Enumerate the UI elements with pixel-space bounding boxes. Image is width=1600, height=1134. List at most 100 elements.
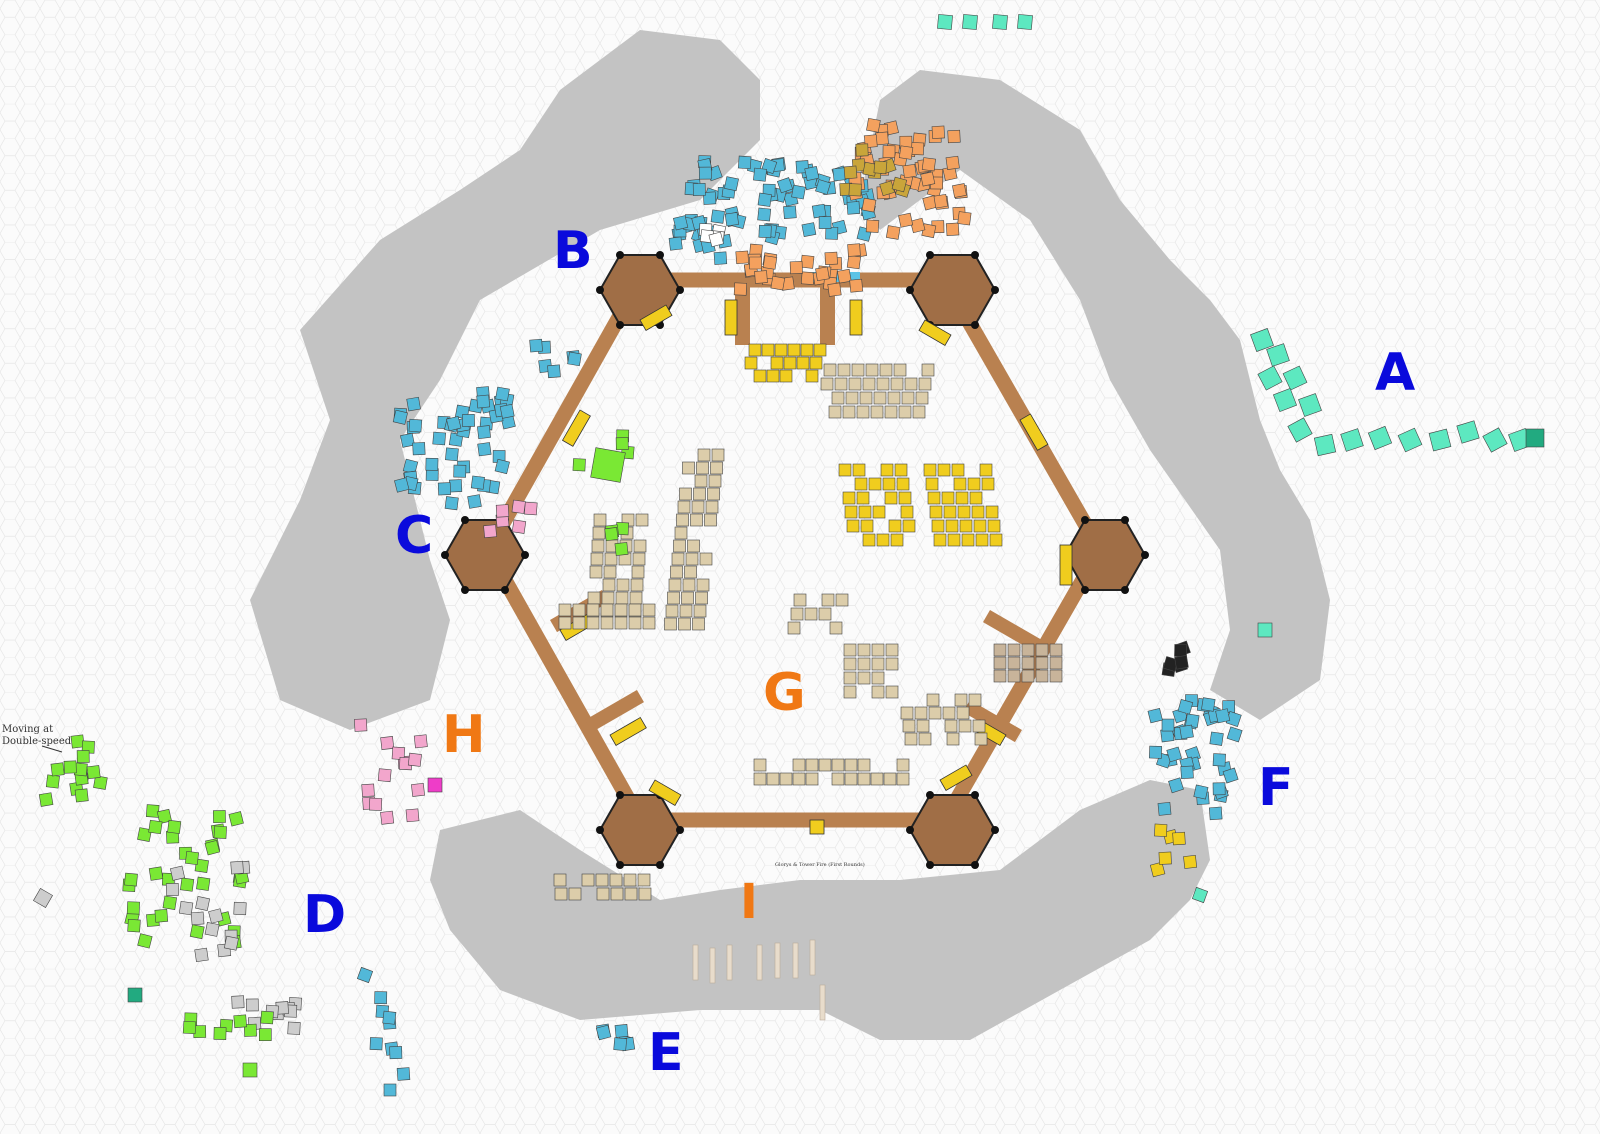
unit-counter[interactable]: [212, 810, 226, 824]
unit-counter[interactable]: [862, 377, 876, 391]
unit-counter[interactable]: [933, 533, 947, 547]
unit-counter[interactable]: [880, 463, 894, 477]
unit-counter[interactable]: [587, 591, 601, 605]
unit-counter[interactable]: [843, 643, 857, 657]
unit-counter[interactable]: [389, 1046, 403, 1060]
unit-counter[interactable]: [213, 825, 227, 839]
unit-counter[interactable]: [1158, 851, 1172, 865]
unit-counter[interactable]: [137, 827, 152, 842]
unit-counter[interactable]: [635, 513, 649, 527]
unit-counter[interactable]: [967, 477, 981, 491]
unit-counter[interactable]: [242, 1062, 258, 1078]
unit-counter[interactable]: [815, 179, 831, 195]
unit-counter[interactable]: [413, 734, 428, 749]
unit-counter[interactable]: [885, 685, 899, 699]
unit-counter[interactable]: [33, 888, 53, 908]
unit-counter[interactable]: [956, 706, 970, 720]
unit-counter[interactable]: [156, 808, 172, 824]
unit-counter[interactable]: [1017, 14, 1033, 30]
unit-counter[interactable]: [148, 819, 163, 835]
unit-counter[interactable]: [866, 117, 881, 133]
unit-counter[interactable]: [354, 718, 368, 732]
unit-counter[interactable]: [973, 519, 987, 533]
unit-counter[interactable]: [287, 1021, 301, 1035]
unit-counter[interactable]: [178, 900, 194, 916]
unit-counter[interactable]: [857, 671, 871, 685]
unit-counter[interactable]: [776, 177, 794, 194]
unit-counter[interactable]: [1287, 417, 1313, 443]
unit-counter[interactable]: [1147, 707, 1163, 724]
unit-counter[interactable]: [676, 513, 689, 527]
unit-counter[interactable]: [858, 505, 872, 519]
unit-counter[interactable]: [679, 604, 693, 618]
unit-counter[interactable]: [871, 643, 885, 657]
unit-counter[interactable]: [844, 772, 858, 786]
unit-counter[interactable]: [258, 1028, 272, 1042]
unit-counter[interactable]: [942, 706, 956, 720]
unit-counter[interactable]: [790, 607, 804, 621]
unit-counter[interactable]: [589, 565, 603, 579]
unit-counter[interactable]: [804, 607, 818, 621]
unit-counter[interactable]: [394, 477, 410, 493]
unit-counter[interactable]: [595, 1024, 612, 1041]
unit-counter[interactable]: [610, 887, 624, 901]
unit-counter[interactable]: [783, 356, 797, 370]
unit-counter[interactable]: [392, 409, 408, 425]
unit-counter[interactable]: [770, 356, 784, 370]
unit-counter[interactable]: [668, 578, 682, 592]
unit-counter[interactable]: [800, 254, 815, 269]
unit-counter[interactable]: [870, 772, 884, 786]
unit-counter[interactable]: [868, 477, 882, 491]
unit-counter[interactable]: [744, 356, 758, 370]
unit-counter[interactable]: [93, 775, 108, 790]
unit-counter[interactable]: [593, 513, 607, 527]
unit-counter[interactable]: [896, 772, 910, 786]
unit-counter[interactable]: [837, 268, 852, 284]
unit-counter[interactable]: [1226, 726, 1243, 743]
unit-counter[interactable]: [511, 499, 526, 514]
unit-counter[interactable]: [708, 474, 722, 488]
unit-counter[interactable]: [1428, 428, 1452, 452]
unit-counter[interactable]: [678, 617, 691, 631]
unit-counter[interactable]: [761, 343, 775, 357]
unit-counter[interactable]: [633, 539, 647, 553]
unit-counter[interactable]: [904, 377, 918, 391]
unit-counter[interactable]: [856, 491, 870, 505]
unit-counter[interactable]: [1266, 343, 1290, 367]
unit-counter[interactable]: [695, 591, 708, 605]
unit-counter[interactable]: [127, 919, 141, 933]
unit-counter[interactable]: [859, 391, 873, 405]
unit-counter[interactable]: [1148, 745, 1163, 759]
unit-counter[interactable]: [1166, 746, 1183, 763]
unit-counter[interactable]: [184, 850, 200, 866]
unit-counter[interactable]: [483, 524, 497, 539]
unit-counter[interactable]: [943, 505, 957, 519]
unit-counter[interactable]: [854, 477, 868, 491]
unit-counter[interactable]: [834, 377, 848, 391]
unit-counter[interactable]: [993, 643, 1007, 657]
unit-counter[interactable]: [844, 505, 858, 519]
unit-counter[interactable]: [871, 671, 885, 685]
unit-counter[interactable]: [1191, 886, 1209, 904]
unit-counter[interactable]: [260, 1010, 274, 1025]
unit-counter[interactable]: [945, 222, 960, 236]
unit-counter[interactable]: [815, 266, 830, 282]
unit-counter[interactable]: [529, 338, 543, 353]
unit-counter[interactable]: [961, 533, 975, 547]
unit-counter[interactable]: [495, 386, 510, 402]
unit-counter[interactable]: [547, 364, 561, 379]
unit-counter[interactable]: [670, 565, 683, 579]
unit-counter[interactable]: [945, 155, 960, 170]
unit-counter[interactable]: [691, 500, 705, 514]
unit-counter[interactable]: [882, 145, 896, 159]
unit-counter[interactable]: [1049, 669, 1063, 683]
unit-counter[interactable]: [843, 685, 857, 699]
unit-counter[interactable]: [1179, 724, 1194, 740]
unit-counter[interactable]: [204, 839, 221, 856]
unit-counter[interactable]: [885, 643, 899, 657]
unit-counter[interactable]: [846, 255, 861, 270]
unit-counter[interactable]: [870, 405, 884, 419]
unit-counter[interactable]: [638, 887, 652, 901]
unit-counter[interactable]: [974, 732, 988, 746]
unit-counter[interactable]: [1298, 393, 1322, 417]
